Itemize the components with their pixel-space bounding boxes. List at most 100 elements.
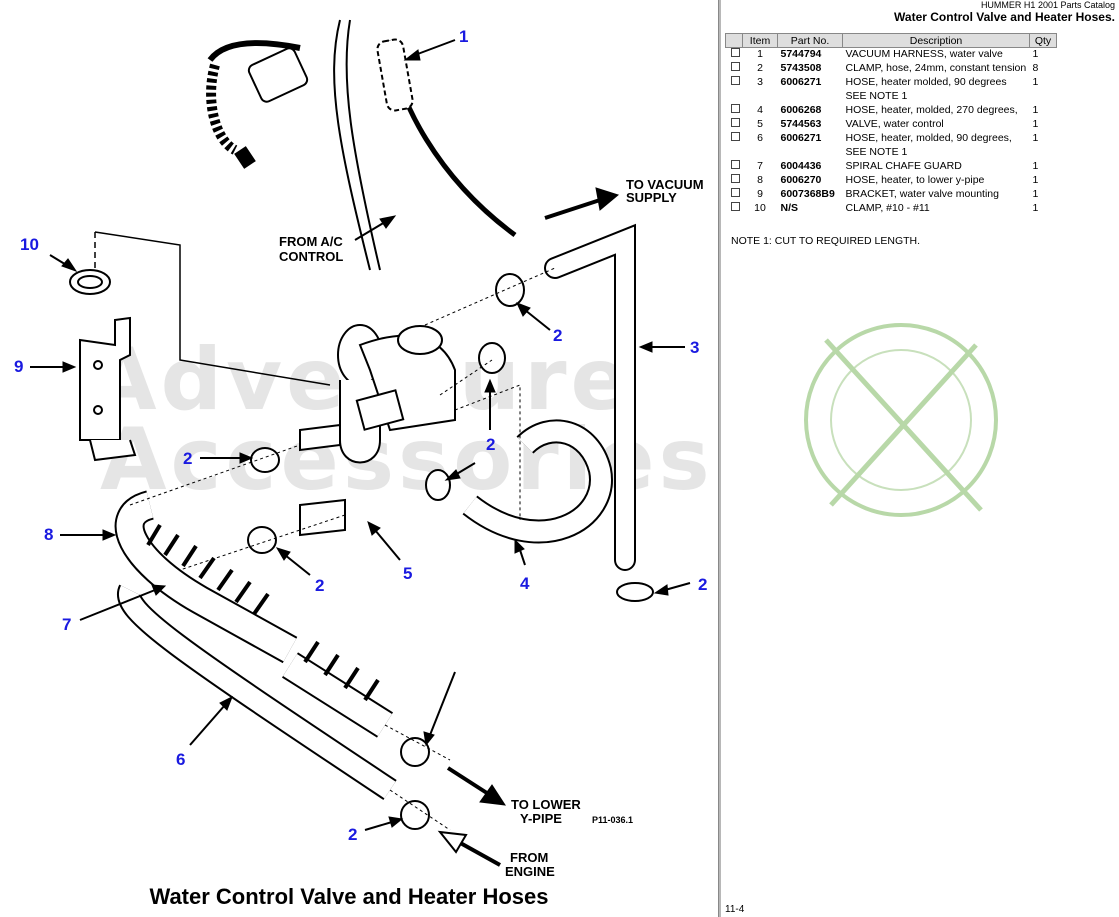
row-checkbox[interactable] (730, 76, 740, 85)
callout-5: 5 (403, 564, 412, 583)
row-part-no: 6006270 (780, 174, 822, 186)
callout-2a: 2 (553, 326, 562, 345)
row-checkbox-cell[interactable] (726, 118, 743, 132)
row-checkbox-cell[interactable] (726, 160, 743, 174)
label-to-vacuum-1: TO VACUUM (626, 177, 704, 192)
table-header-row: Item Part No. Description Qty (725, 33, 1057, 48)
row-part-no: 6004436 (780, 160, 822, 172)
row-item: 9 (757, 188, 763, 200)
callout-2e: 2 (698, 575, 707, 594)
row-part-no: 6006268 (780, 104, 822, 116)
row-description: CLAMP, #10 - #11 (845, 202, 930, 214)
row-description: VACUUM HARNESS, water valve (845, 48, 1003, 60)
callout-8: 8 (44, 525, 53, 544)
row-part-no: 6006271 (780, 76, 822, 88)
row-part-no: N/S (780, 202, 799, 214)
row-checkbox[interactable] (730, 174, 740, 183)
label-from-ac-1: FROM A/C (279, 234, 343, 249)
row-checkbox[interactable] (730, 202, 740, 211)
row-checkbox[interactable] (730, 48, 740, 57)
watermark-logo (804, 323, 998, 517)
row-item: 3 (757, 76, 763, 88)
row-description: BRACKET, water valve mounting (845, 188, 999, 200)
row-checkbox-cell[interactable] (726, 76, 743, 90)
row-checkbox[interactable] (730, 62, 740, 71)
pane-splitter[interactable] (718, 0, 722, 917)
callout-6: 6 (176, 750, 185, 769)
figure-caption: Water Control Valve and Heater Hoses (149, 884, 549, 909)
row-qty: 8 (1032, 62, 1039, 74)
row-qty: 1 (1032, 104, 1039, 116)
label-from-engine-2: ENGINE (505, 864, 555, 879)
callout-7: 7 (62, 615, 71, 634)
row-checkbox[interactable] (730, 188, 740, 197)
table-row[interactable]: 1 5744794 VACUUM HARNESS, water valve 1 (726, 48, 1057, 63)
label-from-engine-1: FROM (510, 850, 548, 865)
row-description: VALVE, water control (845, 118, 944, 130)
row-checkbox[interactable] (730, 132, 740, 141)
label-to-lower-1: TO LOWER (511, 797, 581, 812)
row-qty: 1 (1032, 132, 1039, 144)
diagram-pane: Adventure Accessories (14, 19, 710, 909)
row-description: HOSE, heater, to lower y-pipe (845, 174, 985, 186)
header-qty[interactable]: Qty (1029, 33, 1057, 48)
row-checkbox[interactable] (730, 104, 740, 113)
header-part-no[interactable]: Part No. (777, 33, 843, 48)
table-row[interactable]: 8 6006270 HOSE, heater, to lower y-pipe 1 (726, 174, 1057, 188)
catalog-title: HUMMER H1 2001 Parts Catalog (980, 0, 1115, 10)
header-description[interactable]: Description (842, 33, 1030, 48)
row-checkbox-cell[interactable] (726, 174, 743, 188)
row-qty: 1 (1032, 160, 1039, 172)
row-checkbox-cell[interactable] (726, 48, 743, 63)
row-checkbox[interactable] (730, 160, 740, 169)
row-qty: 1 (1032, 174, 1039, 186)
row-qty: 1 (1032, 188, 1039, 200)
row-item: 8 (757, 174, 763, 186)
row-checkbox-cell[interactable] (726, 188, 743, 202)
row-part-no: 6006271 (780, 132, 822, 144)
row-item: 6 (757, 132, 763, 144)
row-checkbox-cell[interactable] (726, 104, 743, 118)
row-item: 4 (757, 104, 763, 116)
row-item: 10 (754, 202, 766, 214)
row-note: SEE NOTE 1 (845, 90, 908, 102)
callout-1: 1 (459, 27, 468, 46)
row-checkbox[interactable] (730, 118, 740, 127)
row-checkbox-cell[interactable] (726, 202, 743, 216)
label-to-vacuum-2: SUPPLY (626, 190, 677, 205)
label-from-ac-2: CONTROL (279, 249, 343, 264)
row-qty: 1 (1032, 202, 1039, 214)
row-checkbox-cell[interactable] (726, 62, 743, 76)
section-title: Water Control Valve and Heater Hoses. (894, 10, 1115, 24)
header-checkbox-col (725, 33, 743, 48)
table-row[interactable]: 3 6006271 HOSE, heater molded, 90 degrees 1 (726, 76, 1057, 90)
callout-10: 10 (20, 235, 39, 254)
row-description: SPIRAL CHAFE GUARD (845, 160, 962, 172)
row-item: 5 (757, 118, 763, 130)
table-row[interactable]: 10 N/S CLAMP, #10 - #11 1 (726, 202, 1057, 216)
row-item: 1 (757, 48, 763, 60)
callout-9: 9 (14, 357, 23, 376)
row-qty: 1 (1032, 48, 1039, 60)
row-part-no: 5744794 (780, 48, 822, 60)
row-item: 7 (757, 160, 763, 172)
table-row[interactable]: 9 6007368B9 BRACKET, water valve mounting 1 (726, 188, 1057, 202)
row-part-no: 5743508 (780, 62, 822, 74)
row-description: HOSE, heater molded, 90 degrees (845, 76, 1007, 88)
table-row-note: SEE NOTE 1 (726, 146, 1057, 160)
row-checkbox-cell[interactable] (726, 132, 743, 146)
table-row[interactable]: 7 6004436 SPIRAL CHAFE GUARD 1 (726, 160, 1057, 174)
row-qty: 1 (1032, 76, 1039, 88)
label-to-lower-2: Y-PIPE (520, 811, 562, 826)
callout-2d: 2 (315, 576, 324, 595)
callout-2f: 2 (348, 825, 357, 844)
row-description: CLAMP, hose, 24mm, constant tension (845, 62, 1027, 74)
row-part-no: 6007368B9 (780, 188, 835, 200)
header-item[interactable]: Item (742, 33, 778, 48)
